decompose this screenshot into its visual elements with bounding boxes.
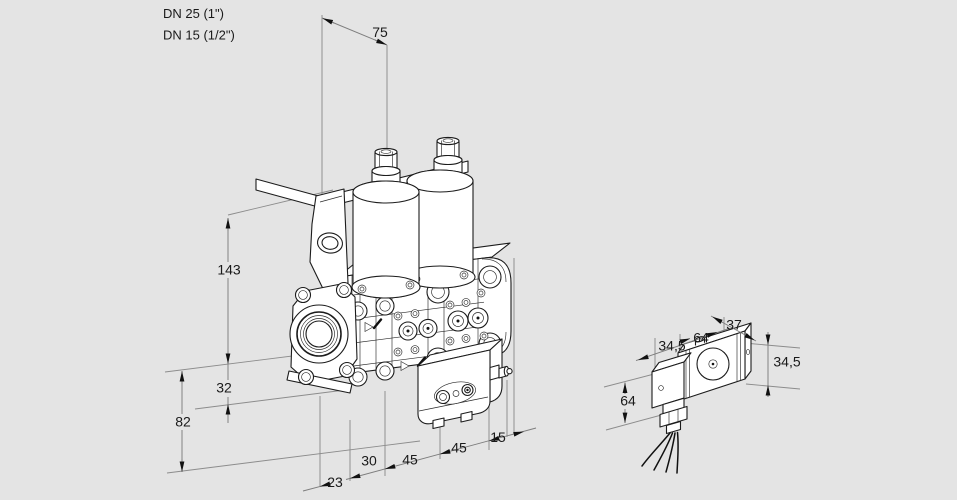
dim-label-64-top: 64 <box>693 330 709 346</box>
main-valve-view <box>255 136 513 430</box>
labels: DN 25 (1") DN 15 (1/2") 75 143 32 82 23 … <box>163 6 801 490</box>
test-points <box>393 288 489 357</box>
dim-label-345-left: 34,5 <box>658 338 685 354</box>
inlet-flange <box>286 281 358 394</box>
bottom-actuator-block <box>417 338 513 430</box>
pressure-dials <box>398 307 489 341</box>
size-label-dn15: DN 15 (1/2") <box>163 28 235 43</box>
dim-label-64-left: 64 <box>620 393 636 409</box>
mounting-bracket <box>309 188 349 298</box>
dimension-lines <box>179 17 771 492</box>
dim-label-75: 75 <box>372 24 388 40</box>
dim-label-45b: 45 <box>451 440 467 456</box>
dim-label-23: 23 <box>327 474 343 490</box>
dim-label-143: 143 <box>217 262 241 278</box>
dim-label-15: 15 <box>490 429 506 445</box>
solenoid-coil-left <box>351 147 421 299</box>
dim-label-82: 82 <box>175 414 191 430</box>
dim-label-30: 30 <box>361 453 377 469</box>
dim-label-37: 37 <box>726 317 742 333</box>
solenoid-coil-right <box>404 136 476 289</box>
dim-label-45a: 45 <box>402 452 418 468</box>
outlet-nipple <box>489 364 500 381</box>
size-label-dn25: DN 25 (1") <box>163 6 224 21</box>
connection-wires <box>641 431 679 474</box>
pressure-switch-detail-view <box>641 322 752 474</box>
dim-label-32: 32 <box>216 380 232 396</box>
dim-label-345-right: 34,5 <box>773 354 800 370</box>
